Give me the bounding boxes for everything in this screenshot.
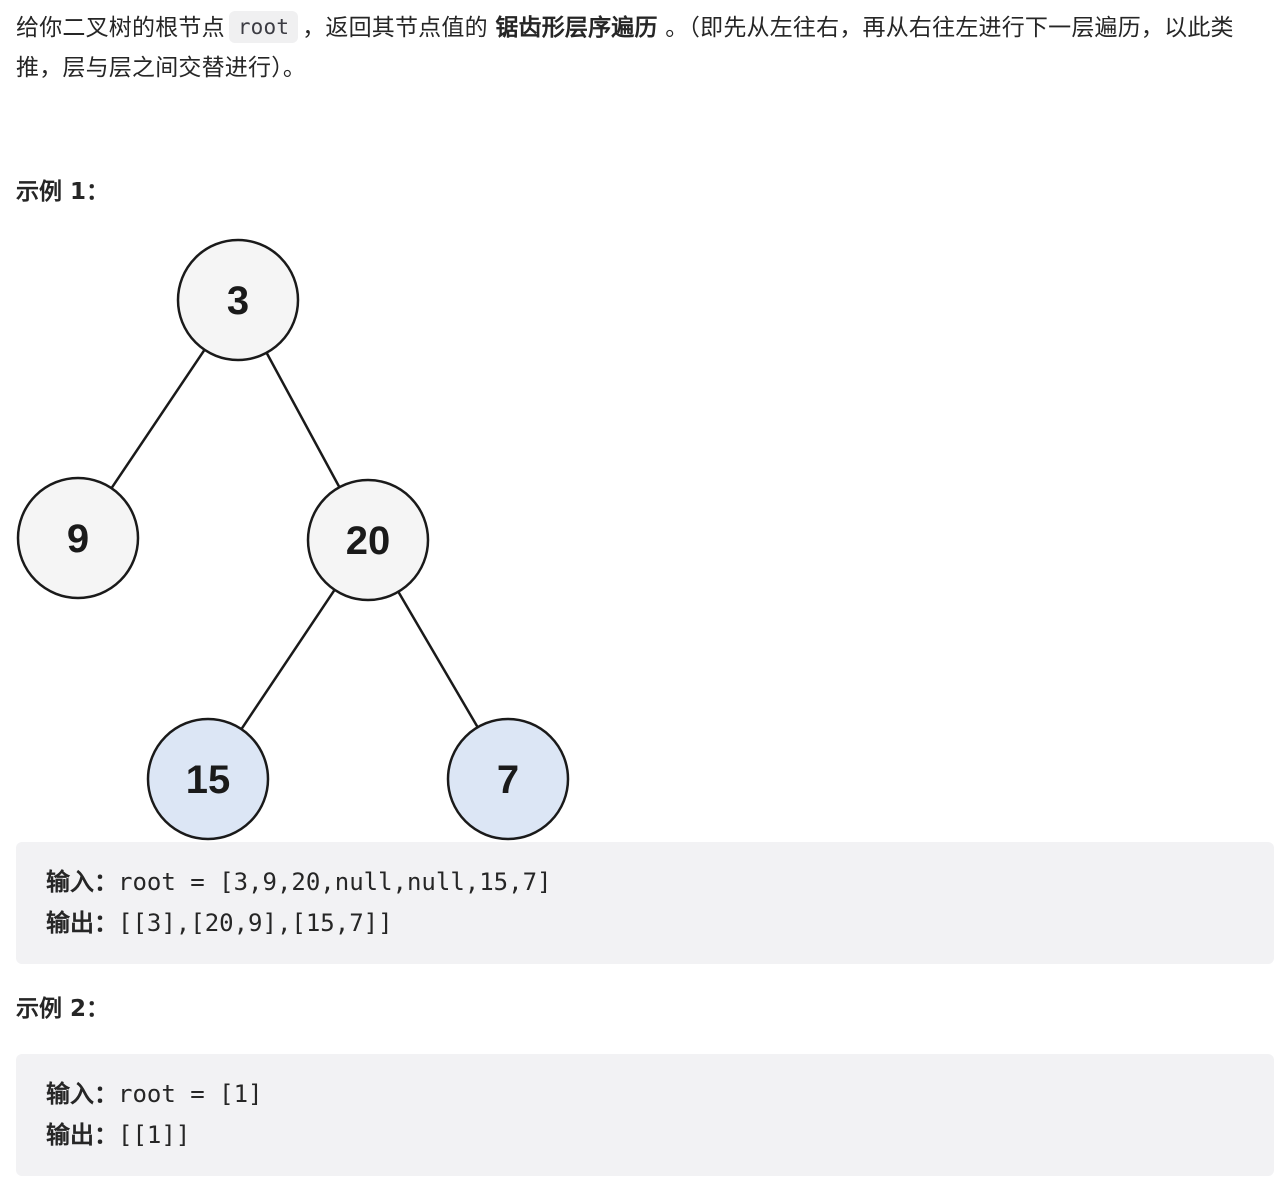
tree-node-circle <box>446 717 570 841</box>
tree-node-label: 15 <box>186 758 231 802</box>
tree-node-circle <box>16 476 140 600</box>
example-2-output-value: [[1]] <box>118 1121 191 1149</box>
tree-node-circle <box>176 238 300 362</box>
tree-node-circle <box>306 478 430 602</box>
tree-edge-20-7 <box>397 591 479 728</box>
tree-node-label: 9 <box>67 517 89 561</box>
description-text-2: ，返回其节点值的 <box>302 15 488 41</box>
example-1-title: 示例 1： <box>16 179 110 205</box>
tree-node-20: 20 <box>306 478 430 602</box>
tree-node-label: 20 <box>346 519 391 563</box>
example-2-output-label: 输出： <box>46 1121 118 1149</box>
inline-code-root: root <box>228 11 299 43</box>
example-2-input-line: 输入：root = [1] <box>46 1074 1244 1115</box>
example-1-output-label: 输出： <box>46 909 118 937</box>
description-text-3: 。（即先从左往右，再从右往左进行下一层遍历，以此类推，层与层之间交替进行）。 <box>16 15 1234 81</box>
example-2-input-label: 输入： <box>46 1080 118 1108</box>
example-1-code-block: 输入：root = [3,9,20,null,null,15,7] 输出：[[3… <box>16 842 1274 964</box>
example-1-output-line: 输出：[[3],[20,9],[15,7]] <box>46 903 1244 944</box>
tree-node-7: 7 <box>446 717 570 841</box>
binary-tree-diagram: 3 9 20 15 7 <box>16 238 570 841</box>
description-bold-term: 锯齿形层序遍历 <box>495 15 658 41</box>
example-1-input-value: root = [3,9,20,null,null,15,7] <box>118 868 552 896</box>
example-2-input-value: root = [1] <box>118 1080 263 1108</box>
tree-node-15: 15 <box>146 717 270 841</box>
tree-edge-20-15 <box>240 589 336 730</box>
tree-edge-3-20 <box>265 352 341 488</box>
tree-edge-3-9 <box>110 349 206 489</box>
example-1-input-label: 输入： <box>46 868 118 896</box>
example-2-code-block: 输入：root = [1] 输出：[[1]] <box>16 1054 1274 1176</box>
example-2-output-line: 输出：[[1]] <box>46 1115 1244 1156</box>
description-text-1: 给你二叉树的根节点 <box>16 15 225 41</box>
example-1-input-line: 输入：root = [3,9,20,null,null,15,7] <box>46 862 1244 903</box>
tree-node-label: 7 <box>497 758 519 802</box>
tree-node-circle <box>146 717 270 841</box>
example-1-output-value: [[3],[20,9],[15,7]] <box>118 909 393 937</box>
tree-node-label: 3 <box>227 279 249 323</box>
tree-node-3: 3 <box>176 238 300 362</box>
example-2-title: 示例 2： <box>16 996 110 1022</box>
tree-node-9: 9 <box>16 476 140 600</box>
